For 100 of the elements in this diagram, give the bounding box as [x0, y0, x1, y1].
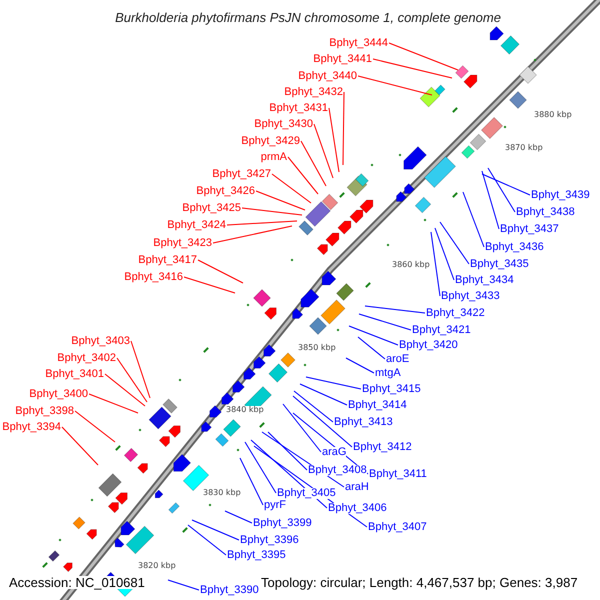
gene-label: Bphyt_3411 — [369, 468, 427, 480]
leader-line — [130, 340, 150, 398]
scale-label: 3860 kbp — [392, 261, 430, 269]
map-title: Burkholderia phytofirmans PsJN chromosome 1, complete genome — [115, 11, 501, 24]
leader-line — [462, 192, 484, 248]
leader-line — [104, 374, 146, 406]
gene-label: Bphyt_3427 — [212, 168, 271, 180]
gene-label: Bphyt_3395 — [227, 550, 286, 560]
leader-line — [62, 426, 98, 466]
gene-label: Bphyt_3444 — [329, 38, 388, 48]
gene-label: Bphyt_3436 — [485, 242, 544, 252]
leader-line — [358, 76, 432, 96]
gene-label: Bphyt_3426 — [196, 186, 255, 196]
leader-line — [358, 314, 412, 330]
leader-line — [364, 306, 426, 314]
gene-label: Bphyt_3390 — [200, 584, 259, 596]
leader-line — [294, 390, 334, 422]
leader-line — [226, 220, 298, 226]
leader-line — [482, 174, 530, 196]
leader-line — [482, 170, 500, 230]
gene-label: Bphyt_3412 — [353, 442, 412, 452]
scale-label: 3880 kbp — [534, 111, 572, 119]
leader-line — [244, 442, 276, 494]
leader-line — [272, 174, 312, 204]
scale-label: 3820 kbp — [138, 562, 176, 570]
gene-label: Bphyt_3400 — [29, 388, 88, 400]
leader-line — [292, 396, 352, 448]
gene-label: Bphyt_3416 — [124, 272, 183, 282]
gene-label: Bphyt_3434 — [455, 274, 514, 286]
gene-label: Bphyt_3441 — [313, 54, 372, 64]
gene-label: Bphyt_3415 — [362, 384, 421, 394]
accession-text: Accession: NC_010681 — [9, 576, 145, 588]
gene-label: araH — [345, 482, 369, 492]
leader-line — [88, 394, 138, 414]
gene-label: Bphyt_3407 — [368, 522, 427, 532]
gene-label: Bphyt_3420 — [399, 340, 458, 350]
leader-line — [116, 358, 148, 402]
leader-line — [300, 140, 326, 186]
gene-label: Bphyt_3429 — [241, 136, 300, 146]
gene-label: Bphyt_3435 — [470, 258, 529, 270]
gene-label: Bphyt_3402 — [57, 352, 116, 364]
gene-label: aroE — [386, 354, 410, 364]
gene-label: Bphyt_3424 — [167, 220, 226, 230]
leader-line — [288, 156, 318, 194]
leader-line — [192, 520, 240, 540]
gene-label: Bphyt_3423 — [153, 238, 212, 248]
leader-line — [488, 168, 516, 212]
leader-line — [198, 260, 244, 284]
leader-line — [358, 336, 386, 360]
gene-label: Bphyt_3396 — [240, 534, 299, 546]
leader-line — [268, 432, 308, 470]
leader-line — [346, 358, 374, 374]
leader-line — [168, 580, 200, 590]
gene-label: Bphyt_3405 — [277, 488, 336, 498]
gene-label: Bphyt_3433 — [441, 290, 500, 302]
leader-line — [240, 458, 264, 506]
leader-line — [388, 42, 458, 70]
leader-line — [224, 510, 252, 524]
gene-label: Bphyt_3432 — [284, 86, 343, 98]
gene-label: Bphyt_3437 — [500, 224, 559, 234]
leader-line — [184, 276, 236, 294]
leader-line — [282, 404, 322, 452]
gene-label: Bphyt_3399 — [253, 518, 312, 528]
leader-line — [74, 410, 116, 442]
gene-label: Bphyt_3425 — [182, 202, 241, 214]
leader-line — [372, 58, 452, 78]
gene-label: Bphyt_3413 — [334, 416, 393, 428]
scale-label: 3840 kbp — [226, 406, 264, 414]
scale-label: 3850 kbp — [298, 344, 336, 352]
leader-line — [300, 384, 348, 406]
gene-label: Bphyt_3431 — [269, 102, 328, 114]
gene-label: prmA — [260, 152, 287, 162]
leader-line — [348, 326, 398, 346]
gene-label: Bphyt_3438 — [516, 206, 575, 218]
gene-label: araG — [322, 446, 346, 458]
gene-label: Bphyt_3430 — [254, 118, 313, 130]
gene-label: Bphyt_3421 — [412, 324, 471, 336]
leader-line — [430, 232, 440, 296]
leader-line — [434, 228, 454, 280]
gene-label: Bphyt_3394 — [2, 422, 61, 432]
genome-summary-text: Topology: circular; Length: 4,467,537 bp; Genes: 3,987 — [261, 576, 578, 588]
leader-line — [314, 124, 334, 178]
scale-label: 3830 kbp — [203, 489, 241, 497]
scale-label: 3870 kbp — [505, 144, 543, 152]
gene-label: Bphyt_3398 — [15, 406, 74, 416]
leader-line — [440, 222, 470, 264]
gene-label: Bphyt_3408 — [308, 464, 367, 476]
leader-line — [242, 208, 302, 216]
leader-line — [256, 190, 306, 210]
leader-line — [188, 524, 226, 556]
gene-label: Bphyt_3406 — [328, 502, 387, 514]
leader-line — [342, 92, 344, 166]
gene-label: Bphyt_3401 — [45, 368, 104, 380]
leader-line — [306, 376, 362, 390]
gene-label: Bphyt_3403 — [71, 336, 130, 346]
gene-label: Bphyt_3422 — [426, 308, 485, 318]
gene-label: mtgA — [375, 368, 401, 378]
leader-line — [212, 226, 292, 244]
gene-label: Bphyt_3417 — [138, 254, 197, 266]
leader-line — [328, 108, 340, 172]
